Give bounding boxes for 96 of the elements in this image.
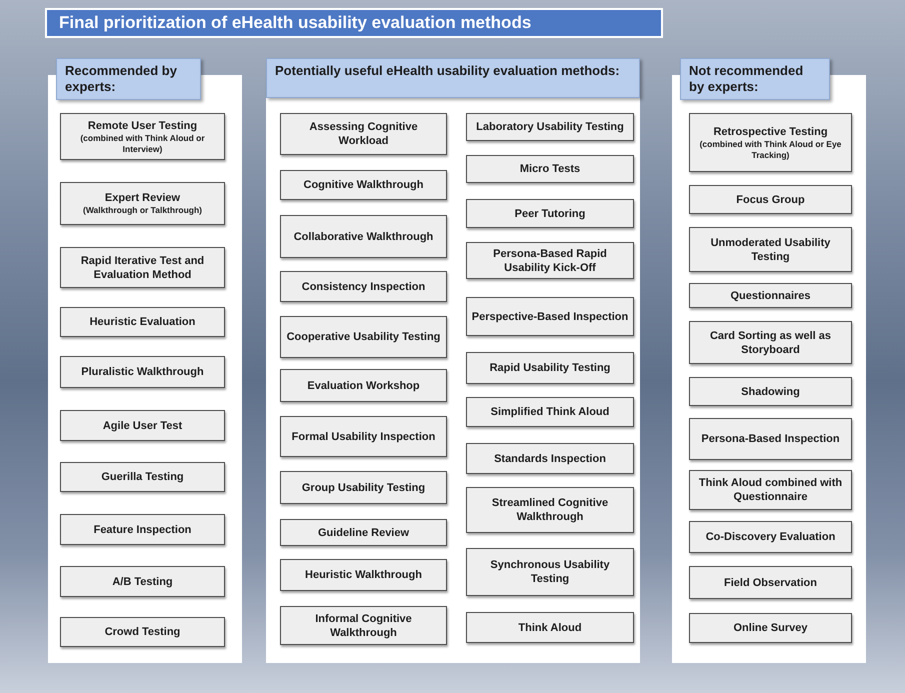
method-name: Standards Inspection — [494, 452, 606, 466]
method-box — [280, 271, 447, 302]
column-panel — [266, 58, 640, 663]
method-name: Consistency Inspection — [302, 280, 426, 294]
method-box — [689, 321, 852, 364]
method-box — [280, 559, 447, 591]
method-box — [689, 185, 852, 214]
method-box — [280, 369, 447, 402]
method-name: Remote User Testing — [88, 118, 198, 132]
method-name: Online Survey — [734, 621, 808, 635]
method-box — [466, 113, 634, 141]
method-box — [280, 113, 447, 155]
method-name: Heuristic Evaluation — [90, 315, 196, 329]
method-box — [60, 566, 225, 597]
method-name: Informal Cognitive Walkthrough — [314, 612, 413, 640]
method-box — [689, 283, 852, 308]
method-name: Pluralistic Walkthrough — [81, 365, 204, 379]
method-name: Collaborative Walkthrough — [294, 230, 434, 244]
method-box — [60, 514, 225, 545]
method-name: Micro Tests — [520, 162, 580, 176]
method-name: Laboratory Usability Testing — [476, 120, 624, 134]
method-name: Guerilla Testing — [101, 470, 184, 484]
method-box — [466, 242, 634, 279]
method-box — [60, 356, 225, 388]
method-name: Focus Group — [736, 192, 805, 206]
column-heading: Potentially useful eHealth usability evaluation methods: — [266, 58, 640, 98]
method-box — [689, 566, 852, 599]
column-panel — [672, 58, 866, 663]
method-box — [280, 519, 447, 546]
method-name: Simplified Think Aloud — [490, 405, 610, 419]
method-box — [60, 462, 225, 492]
method-box — [466, 155, 634, 183]
column-panel — [48, 58, 242, 663]
method-name: A/B Testing — [112, 574, 173, 588]
method-box — [60, 247, 225, 288]
method-name: Cooperative Usability Testing — [286, 330, 440, 344]
method-box — [689, 113, 852, 172]
method-box — [60, 182, 225, 225]
method-name: Card Sorting as well as Storyboard — [708, 328, 832, 356]
method-box — [466, 443, 634, 474]
method-box — [280, 316, 447, 358]
method-note: (Walkthrough or Talkthrough) — [83, 205, 202, 216]
method-name: Retrospective Testing — [713, 124, 828, 138]
method-name: Perspective-Based Inspection — [472, 310, 628, 324]
method-name: Rapid Iterative Test and Evaluation Method — [80, 254, 206, 282]
method-box — [280, 471, 447, 504]
method-box — [466, 297, 634, 336]
method-box — [689, 521, 852, 553]
title-banner: Final prioritization of eHealth usability evaluation methods — [45, 8, 663, 38]
column-heading: Recommended by experts: — [56, 58, 201, 100]
method-box — [60, 410, 225, 441]
method-box — [689, 470, 852, 510]
method-box — [280, 416, 447, 457]
method-name: Cognitive Walkthrough — [304, 178, 424, 192]
method-name: Field Observation — [724, 576, 817, 590]
method-name: Group Usability Testing — [302, 480, 426, 494]
method-box — [466, 352, 634, 384]
method-box — [689, 377, 852, 406]
method-name: Persona-Based Rapid Usability Kick-Off — [492, 246, 608, 274]
method-name: Rapid Usability Testing — [490, 361, 610, 375]
method-name: Questionnaires — [730, 288, 811, 302]
method-box — [466, 199, 634, 228]
method-box — [60, 307, 225, 337]
method-box — [466, 548, 634, 596]
method-name: Streamlined Cognitive Walkthrough — [490, 496, 610, 524]
method-box — [466, 612, 634, 643]
column-heading: Not recommended by experts: — [680, 58, 830, 100]
method-name: Synchronous Usability Testing — [489, 558, 611, 586]
method-name: Expert Review — [104, 191, 180, 205]
method-box — [466, 487, 634, 533]
method-name: Guideline Review — [318, 526, 410, 540]
method-name: Evaluation Workshop — [307, 378, 420, 392]
method-name: Persona-Based Inspection — [701, 432, 840, 446]
method-name: Crowd Testing — [104, 625, 180, 639]
method-name: Heuristic Walkthrough — [305, 568, 422, 582]
method-box — [280, 215, 447, 258]
method-name: Shadowing — [741, 384, 800, 398]
method-box — [60, 113, 225, 160]
method-name: Assessing Cognitive Workload — [308, 120, 419, 148]
method-name: Peer Tutoring — [514, 206, 586, 220]
method-box — [689, 227, 852, 272]
method-name: Co-Discovery Evaluation — [706, 530, 836, 544]
method-name: Unmoderated Usability Testing — [710, 236, 832, 264]
method-box — [280, 606, 447, 645]
method-box — [689, 613, 852, 643]
method-box — [280, 170, 447, 200]
method-name: Agile User Test — [102, 418, 182, 432]
method-note: (combined with Think Aloud or Interview) — [79, 132, 206, 154]
method-name: Feature Inspection — [94, 522, 192, 536]
method-box — [689, 418, 852, 460]
method-box — [466, 397, 634, 427]
method-name: Formal Usability Inspection — [292, 430, 436, 444]
method-box — [60, 617, 225, 647]
method-name: Think Aloud combined with Questionnaire — [698, 476, 844, 504]
method-name: Think Aloud — [518, 620, 582, 634]
method-note: (combined with Think Aloud or Eye Tracking) — [698, 138, 842, 160]
